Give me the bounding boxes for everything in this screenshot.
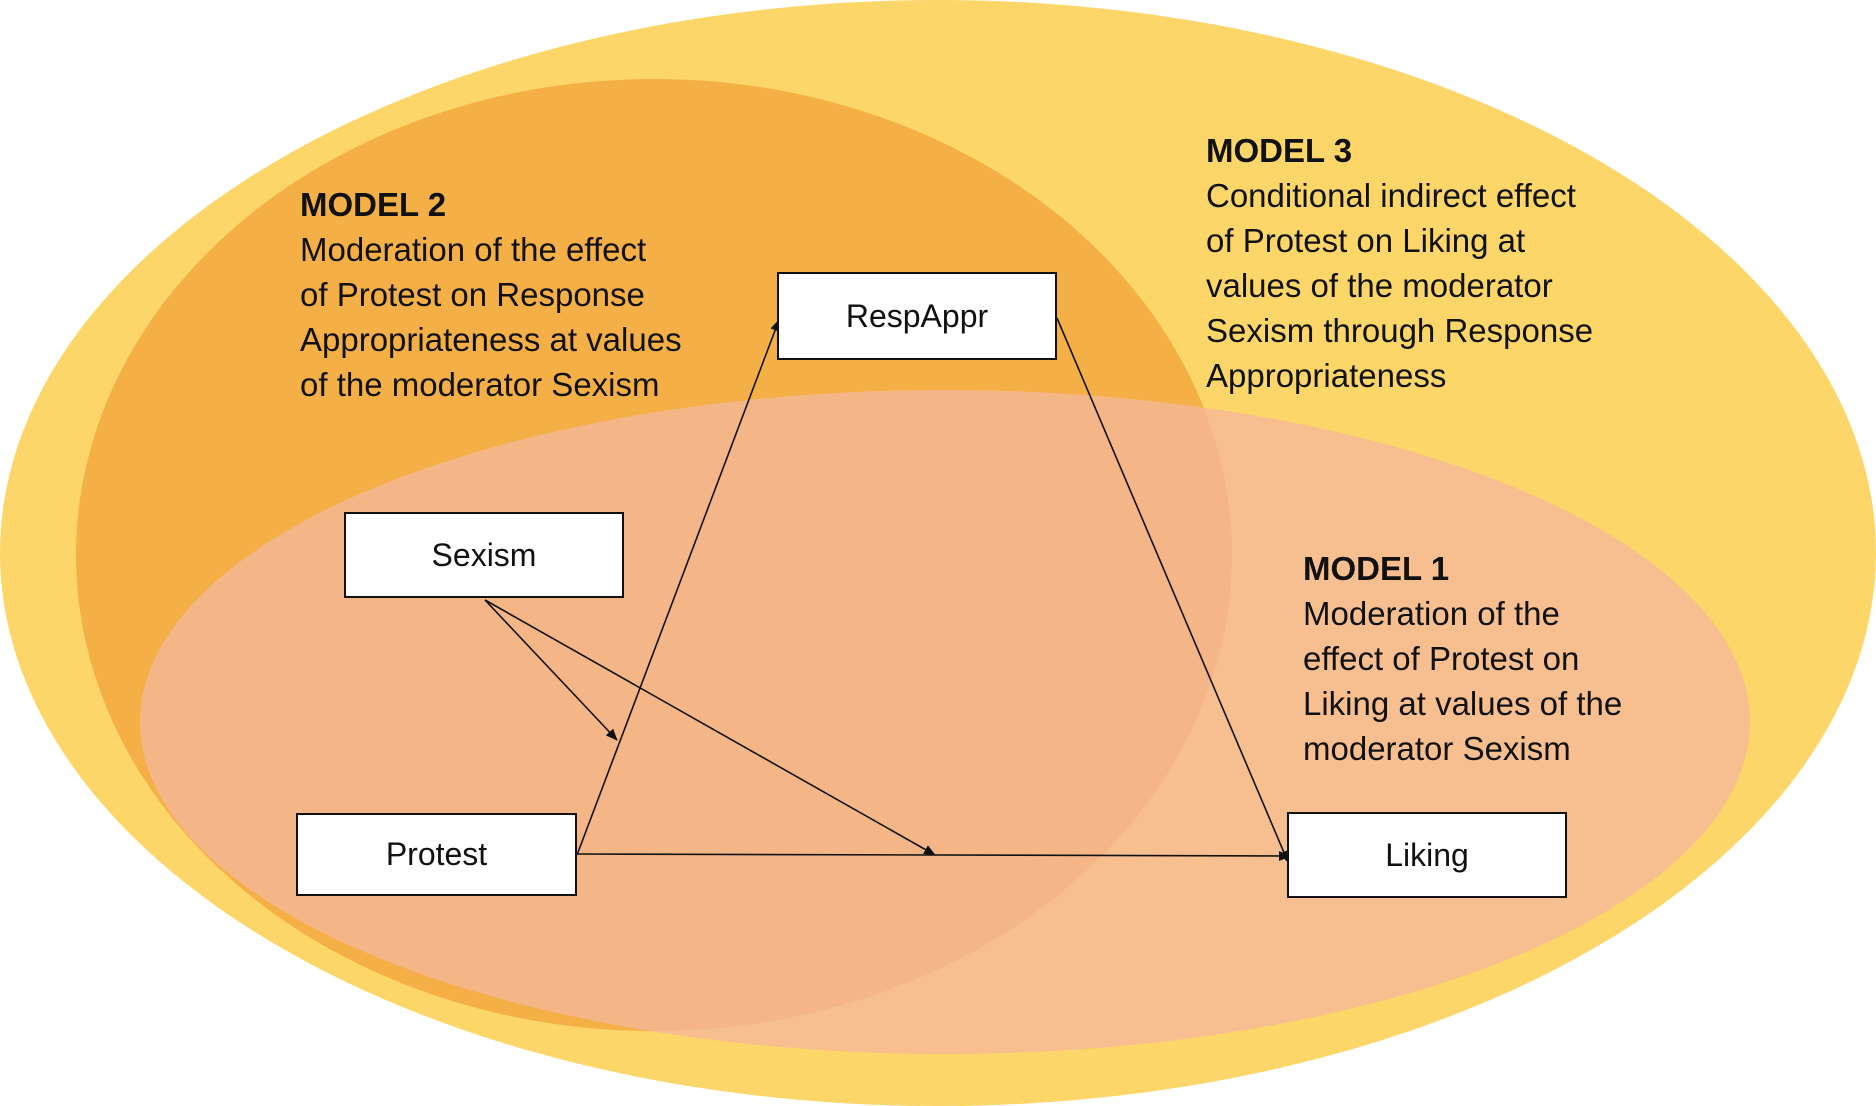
node-protest: Protest [296,813,577,896]
model2-desc-line: Moderation of the effect [300,231,647,268]
model3-desc-line: Appropriateness [1206,357,1447,394]
model1-label: MODEL 1 Moderation of the effect of Prot… [1303,546,1673,771]
model3-title: MODEL 3 [1206,132,1353,169]
model3-label: MODEL 3 Conditional indirect effect of P… [1206,128,1626,398]
edge-protest-respappr [576,319,780,856]
node-respappr: RespAppr [777,272,1057,360]
model1-desc-line: effect of Protest on [1303,640,1580,677]
edge-sexism-moderates-c-path [484,599,936,856]
model2-desc-line: of the moderator Sexism [300,366,660,403]
model3-desc-line: Conditional indirect effect [1206,177,1576,214]
model1-title: MODEL 1 [1303,550,1450,587]
model3-desc-line: values of the moderator [1206,267,1553,304]
model3-desc-line: of Protest on Liking at [1206,222,1526,259]
edge-respappr-liking [1056,317,1289,863]
model1-desc-line: Liking at values of the [1303,685,1623,722]
model3-desc-line: Sexism through Response [1206,312,1594,349]
model2-desc-line: of Protest on Response [300,276,645,313]
model2-label: MODEL 2 Moderation of the effect of Prot… [300,182,720,407]
model1-desc-line: Moderation of the [1303,595,1560,632]
model2-desc-line: Appropriateness at values [300,321,682,358]
edge-sexism-moderates-a-path [484,599,618,741]
node-sexism: Sexism [344,512,624,598]
node-liking: Liking [1287,812,1567,898]
model1-desc-line: moderator Sexism [1303,730,1571,767]
model2-title: MODEL 2 [300,186,447,223]
